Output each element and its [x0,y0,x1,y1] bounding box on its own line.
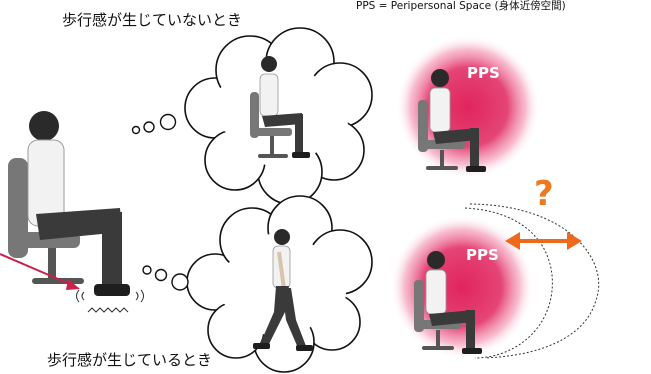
pps-boundary-outer [469,203,600,359]
thought-seated-person [250,56,310,158]
thought-walking-person [253,229,313,351]
pps-expansion-arrow [505,232,582,250]
caption-no-walking: 歩行感が生じていないとき [62,11,243,29]
pps-field-top [396,35,540,179]
pps-legend: PPS = Peripersonal Space (身体近傍空間) [356,0,566,12]
caption-walking: 歩行感が生じているとき [47,351,213,369]
pointer-arrow [0,253,80,290]
thought-cloud-bottom [186,195,373,373]
thought-bubbles-bottom [142,265,189,291]
large-seated-person [8,111,130,296]
thought-bubbles-top [131,113,177,135]
seated-person-bottom-right [414,251,482,354]
vibration-marks [76,289,144,313]
seated-person-top-right [418,69,486,172]
pps-label-top: PPS [467,64,500,82]
pps-label-bottom: PPS [466,246,499,264]
question-mark: ? [534,174,554,214]
